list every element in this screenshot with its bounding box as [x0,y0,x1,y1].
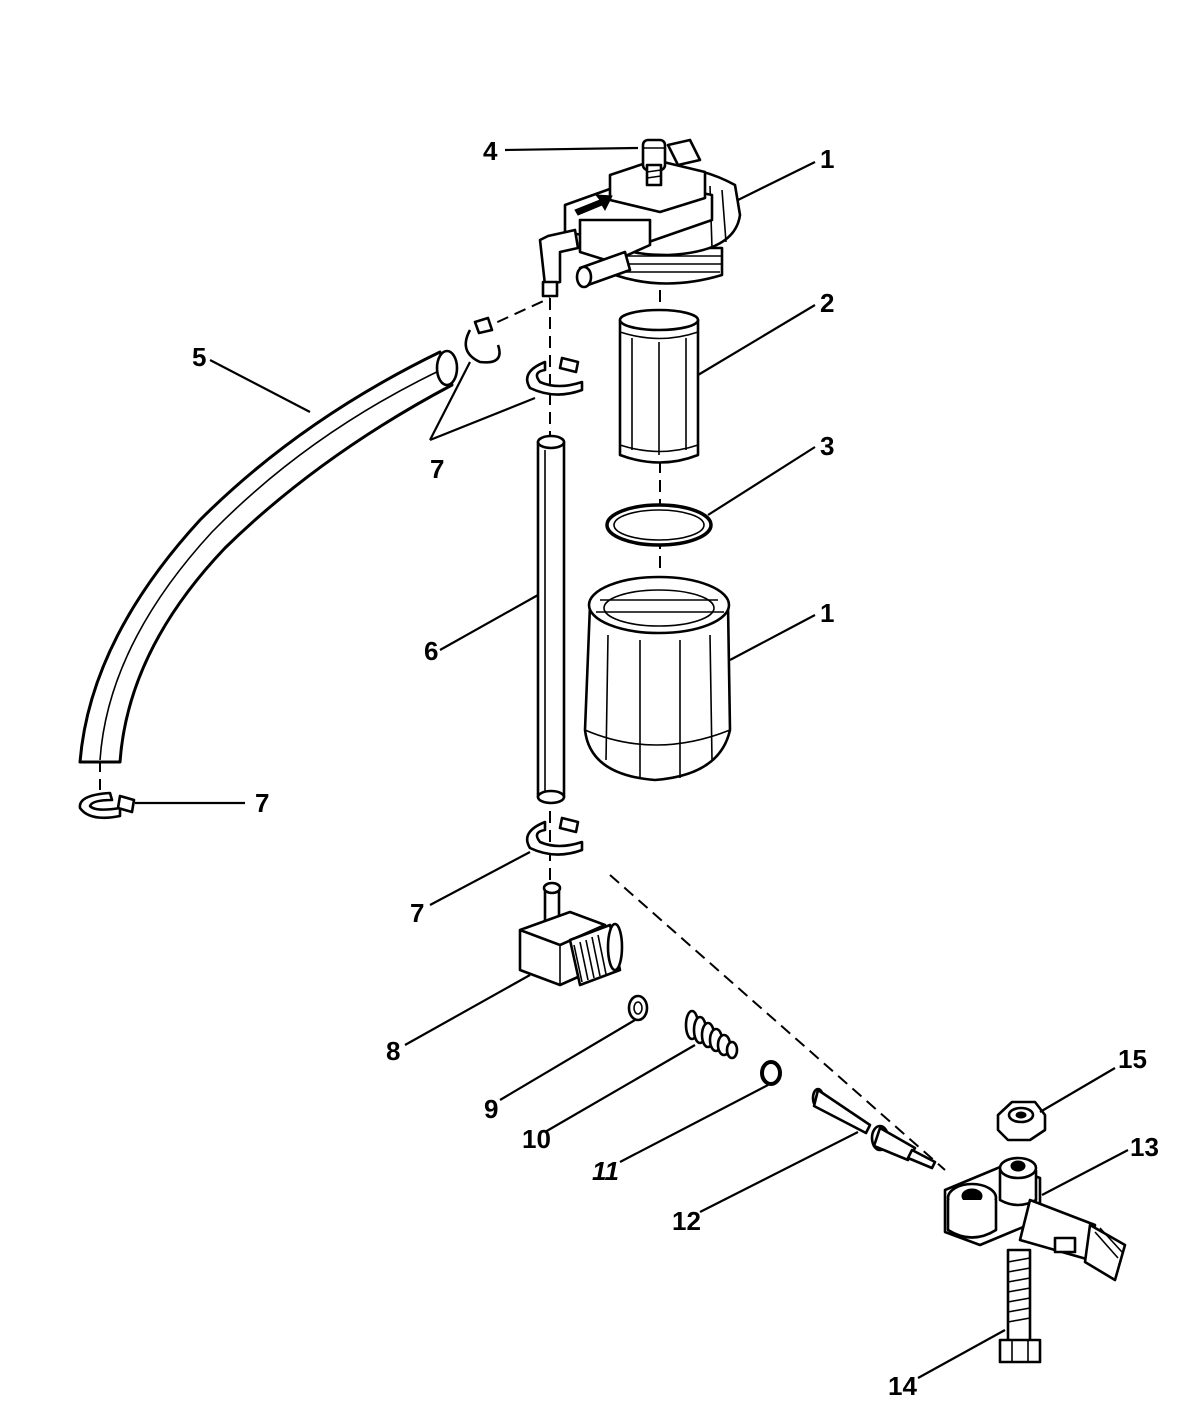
hex-nut [996,1100,1047,1142]
callout-1-bowl: 1 [820,598,834,628]
callout-1-head: 1 [820,144,834,174]
callout-2: 2 [820,288,834,318]
hose-clamp-top [525,356,584,396]
callout-6: 6 [424,636,438,666]
callout-14: 14 [888,1371,917,1401]
seal-washer [760,1060,782,1086]
hose-clamp-lower [525,816,584,856]
assembly-centerlines [99,290,946,1171]
fuel-tube [536,434,566,805]
o-ring [605,503,713,547]
callout-7-pair: 7 [430,454,444,484]
hose-clamp-left [78,791,136,820]
bolt [998,1248,1042,1364]
callout-10: 10 [522,1124,551,1154]
hose-clamp-top-small [464,316,501,364]
callout-13: 13 [1130,1132,1159,1162]
callout-8: 8 [386,1036,400,1066]
valve-body [943,1156,1127,1282]
callout-11: 11 [592,1156,619,1186]
callout-5: 5 [192,342,206,372]
callout-labels: 4 1 2 3 1 5 6 7 7 7 8 9 10 11 12 15 13 1… [192,136,1159,1401]
filter-head [538,138,742,298]
callout-15: 15 [1118,1044,1147,1074]
spring [684,1009,739,1060]
fuel-hose [78,349,459,764]
filter-element [618,308,700,464]
callout-4: 4 [483,136,498,166]
small-washer [627,994,649,1022]
callout-12: 12 [672,1206,701,1236]
leader-lines [135,146,1129,1379]
elbow-fitting [518,881,624,987]
callout-3: 3 [820,431,834,461]
callout-9: 9 [484,1094,498,1124]
filter-bowl [583,575,732,782]
callout-7-left: 7 [255,788,269,818]
callout-7-lower: 7 [410,898,424,928]
valve-needle [811,1087,937,1170]
